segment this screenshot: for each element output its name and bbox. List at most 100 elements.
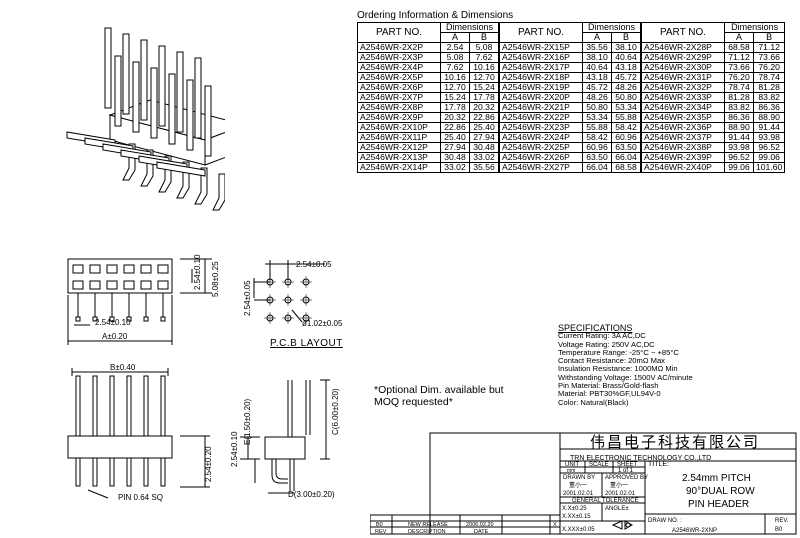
dim-a-cell: 99.06 [724, 162, 754, 173]
side-pitch: 2.54±0.10 [230, 431, 239, 467]
tb-drawn-by: DRAWN BY [563, 475, 595, 481]
iso-pin-mid [132, 61, 140, 133]
spec-line: Material: PBT30%GF,UL94V-0 [558, 389, 661, 399]
dim-b-cell: 12.70 [469, 72, 499, 83]
iso-pin-mid [168, 73, 176, 145]
part-number-cell: A2546WR-2X30P [641, 62, 725, 73]
dim-a-cell: 73.66 [724, 62, 754, 73]
dim-b-cell: 73.66 [752, 52, 786, 63]
front-pin-top [157, 264, 169, 274]
front-pin-tip [92, 316, 98, 322]
dim-b-cell: 17.78 [469, 92, 499, 103]
tb-title-label: TITLE: [648, 461, 669, 468]
dim-a: A±0.20 [102, 332, 128, 341]
dim-height: 5.08±0.25 [211, 261, 220, 297]
part-number-cell: A2546WR-2X28P [641, 42, 725, 53]
dim-b-cell: 40.64 [611, 52, 641, 63]
pcb-hole: ø1.02±0.05 [302, 319, 343, 328]
spec-line: Contact Resistance: 20mΩ Max [558, 356, 665, 366]
front-pin-tip [143, 316, 149, 322]
front-pin-top [123, 264, 135, 274]
row-pin [75, 375, 81, 437]
company-en: TRN ELECTRONIC TECHNOLOGY CO.,LTD [570, 455, 711, 462]
dim-width: 2.54±0.10 [193, 254, 202, 290]
dim-b-cell: 22.86 [469, 112, 499, 123]
part-number-cell: A2546WR-2X21P [499, 102, 583, 113]
iso-pin-back [140, 39, 148, 121]
dim-b-cell: 93.98 [752, 132, 786, 143]
part-number-cell: A2546WR-2X29P [641, 52, 725, 63]
dim-a-cell: 86.36 [724, 112, 754, 123]
dim-a-cell: 20.32 [440, 112, 470, 123]
dim-a-cell: 15.24 [440, 92, 470, 103]
iso-pin-bent [156, 161, 206, 177]
dim-b-cell: 48.26 [611, 82, 641, 93]
part-number-cell: A2546WR-2X35P [641, 112, 725, 123]
dim-a-cell: 22.86 [440, 122, 470, 133]
dim-a-cell: 88.90 [724, 122, 754, 133]
part-number-cell: A2546WR-2X3P [357, 52, 441, 63]
dim-a-header: A [724, 32, 754, 43]
spec-line: Pin Material: Brass/Gold-flash [558, 381, 659, 391]
dim-b-cell: 5.08 [469, 42, 499, 53]
dim-a-cell: 38.10 [582, 52, 612, 63]
front-pin-tip [126, 316, 132, 322]
tb-tol1: X.X±0.25 [562, 506, 587, 512]
dim-a-cell: 33.02 [440, 162, 470, 173]
iso-pin-tail [212, 173, 225, 211]
dim-a-cell: 96.52 [724, 152, 754, 163]
part-number-cell: A2546WR-2X20P [499, 92, 583, 103]
iso-pin-back [122, 33, 130, 115]
part-number-cell: A2546WR-2X23P [499, 122, 583, 133]
part-number-cell: A2546WR-2X39P [641, 152, 725, 163]
dim-b-cell: 101.60 [752, 162, 786, 173]
part-number-cell: A2546WR-2X9P [357, 112, 441, 123]
part-number-cell: A2546WR-2X13P [357, 152, 441, 163]
dim-a-cell: 63.50 [582, 152, 612, 163]
rev-row-rev: B0 [376, 522, 383, 528]
front-pin-tip [109, 316, 115, 322]
dim-b-cell: 78.74 [752, 72, 786, 83]
part-number-cell: A2546WR-2X12P [357, 142, 441, 153]
part-number-cell: A2546WR-2X40P [641, 162, 725, 173]
dim-a-cell: 71.12 [724, 52, 754, 63]
tb-title3: PIN HEADER [688, 499, 749, 510]
dim-a-cell: 66.04 [582, 162, 612, 173]
row-pin-tail [92, 457, 98, 487]
front-pin-bottom [89, 280, 101, 290]
optional-note: *Optional Dim. available but MOQ request… [374, 384, 504, 408]
front-pin-tip [75, 316, 81, 322]
part-number-cell: A2546WR-2X5P [357, 72, 441, 83]
dim-a-cell: 43.18 [582, 72, 612, 83]
dim-a-cell: 40.64 [582, 62, 612, 73]
spec-line: Current Rating: 3A AC,DC [558, 331, 646, 341]
part-number-cell: A2546WR-2X19P [499, 82, 583, 93]
row-pin-tail [75, 457, 81, 487]
dim-b: B±0.40 [110, 363, 136, 372]
iso-pin-mid [114, 55, 122, 127]
tb-tol3: X.XX±0.15 [562, 514, 591, 520]
row-pin [160, 375, 166, 437]
dim-a-header: A [440, 32, 470, 43]
dim-e: E(1.50±0.20) [243, 398, 252, 445]
dim-a-cell: 5.08 [440, 52, 470, 63]
dim-a-cell: 68.58 [724, 42, 754, 53]
part-number-cell: A2546WR-2X14P [357, 162, 441, 173]
part-number-cell: A2546WR-2X6P [357, 82, 441, 93]
dim-b-cell: 66.04 [611, 152, 641, 163]
dim-a-cell: 91.44 [724, 132, 754, 143]
part-number-cell: A2546WR-2X33P [641, 92, 725, 103]
part-number-cell: A2546WR-2X2P [357, 42, 441, 53]
dim-tail: 2.54±0.20 [204, 446, 213, 482]
